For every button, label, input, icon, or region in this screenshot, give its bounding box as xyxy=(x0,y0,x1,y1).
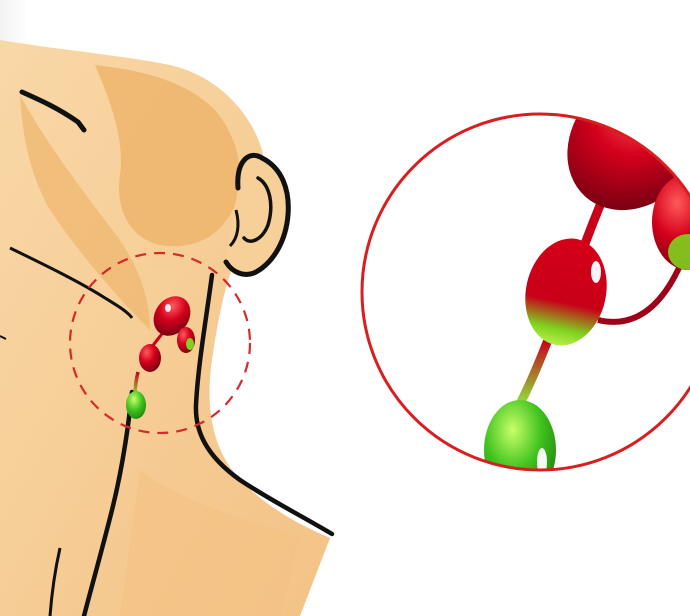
magnified-callout xyxy=(362,42,690,500)
neck-node-green xyxy=(126,391,146,419)
green-node xyxy=(484,400,556,500)
neck-node-mid xyxy=(139,344,161,372)
